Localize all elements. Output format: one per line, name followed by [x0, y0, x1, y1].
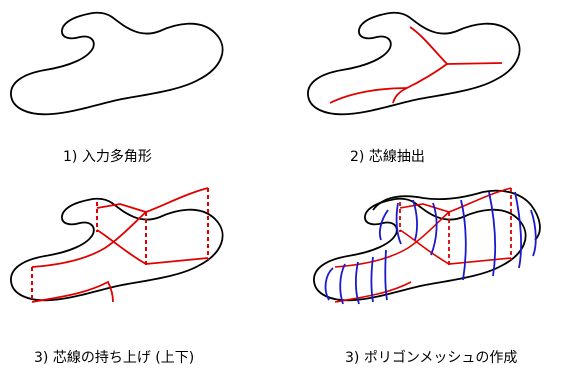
skeleton-upper — [399, 187, 512, 213]
skeleton-lower — [31, 280, 114, 303]
panel-skeleton-extraction — [307, 11, 521, 116]
skeleton-lines — [329, 26, 503, 104]
mesh-curve — [395, 202, 402, 245]
mesh-curve — [488, 191, 496, 277]
caption-polygon-mesh: 3) ポリゴンメッシュの作成 — [345, 350, 518, 366]
mesh-curve — [370, 256, 374, 303]
mesh-curve — [430, 202, 438, 256]
skeleton-branch — [446, 62, 503, 65]
skeleton-branch — [409, 26, 448, 65]
lifted-skeleton — [31, 187, 209, 303]
mesh-curve — [460, 199, 467, 281]
mesh-curve — [412, 199, 418, 241]
skeleton-branch — [392, 63, 448, 104]
skeleton-upper — [31, 211, 147, 268]
mesh-lift-lines — [399, 188, 512, 266]
panel-skeleton-lift — [10, 187, 224, 303]
mesh-curve — [354, 261, 360, 305]
mesh-curve — [324, 267, 334, 301]
polygon-outline — [10, 11, 224, 116]
caption-input-polygon: 1) 入力多角形 — [63, 149, 152, 165]
mesh-curve — [378, 209, 389, 241]
polygon-outline — [313, 197, 527, 302]
panel-polygon-mesh — [313, 187, 541, 305]
mesh-curve — [384, 249, 388, 301]
panel-input-polygon — [10, 11, 224, 116]
polygon-outline — [10, 197, 224, 302]
mesh-curve — [514, 191, 522, 269]
mesh-top-silhouette — [372, 189, 541, 241]
skeleton-upper — [96, 229, 209, 265]
mesh-curve — [339, 263, 346, 305]
vertical-lift-lines — [31, 188, 209, 302]
skeleton-upper — [96, 187, 209, 213]
caption-skeleton-lift: 3) 芯線の持ち上げ (上下) — [34, 350, 195, 366]
caption-skeleton-extraction: 2) 芯線抽出 — [350, 149, 425, 165]
skeleton-branch — [329, 87, 408, 104]
mesh-curve — [530, 209, 537, 257]
mesh-contour-lines — [324, 191, 537, 305]
